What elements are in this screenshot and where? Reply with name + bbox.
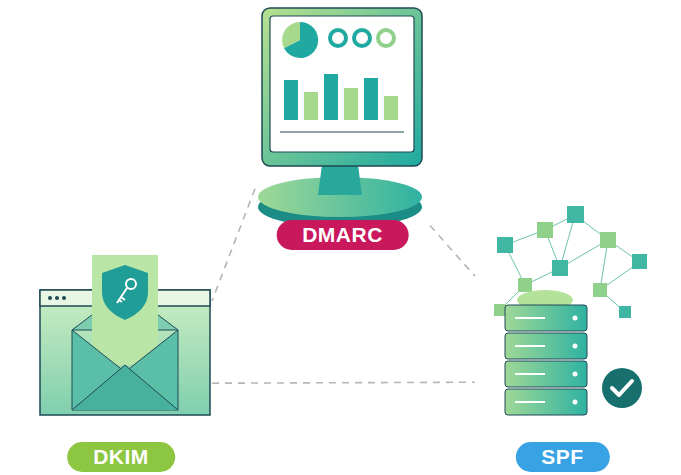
server-slots: [515, 316, 578, 405]
label-pill: DMARC: [276, 220, 409, 250]
letter-paper: [92, 255, 158, 365]
dashed-connector: [212, 189, 255, 301]
server-stack: [505, 305, 587, 415]
check-mark: [612, 381, 632, 395]
monitor-neck: [318, 165, 362, 195]
dashed-connector: [212, 381, 475, 384]
envelope-front: [72, 330, 178, 410]
bar-chart: [284, 74, 398, 120]
check-badge: [602, 368, 642, 408]
concept-node: DKIM: [30, 250, 212, 472]
label-pill: SPF: [515, 442, 609, 472]
key-icon: [126, 279, 136, 289]
concept-node: SPF: [475, 200, 650, 472]
monitor-illustration: [258, 8, 422, 227]
dashed-connector: [430, 226, 475, 277]
envelope-illustration: [40, 255, 210, 415]
monitor-frame: [262, 8, 422, 166]
ring-chart: [378, 30, 394, 46]
network-cubes: [494, 206, 647, 318]
label-pill: DKIM: [67, 442, 175, 472]
network-lines: [500, 215, 640, 312]
chart-axis: [280, 132, 404, 133]
concept-node: DMARC: [255, 5, 430, 250]
shield-icon: [102, 265, 148, 320]
pie-slice: [282, 22, 300, 48]
ring-chart: [354, 30, 370, 46]
ring-chart: [330, 30, 346, 46]
monitor-screen: [270, 16, 414, 152]
server-illustration: [494, 206, 647, 415]
